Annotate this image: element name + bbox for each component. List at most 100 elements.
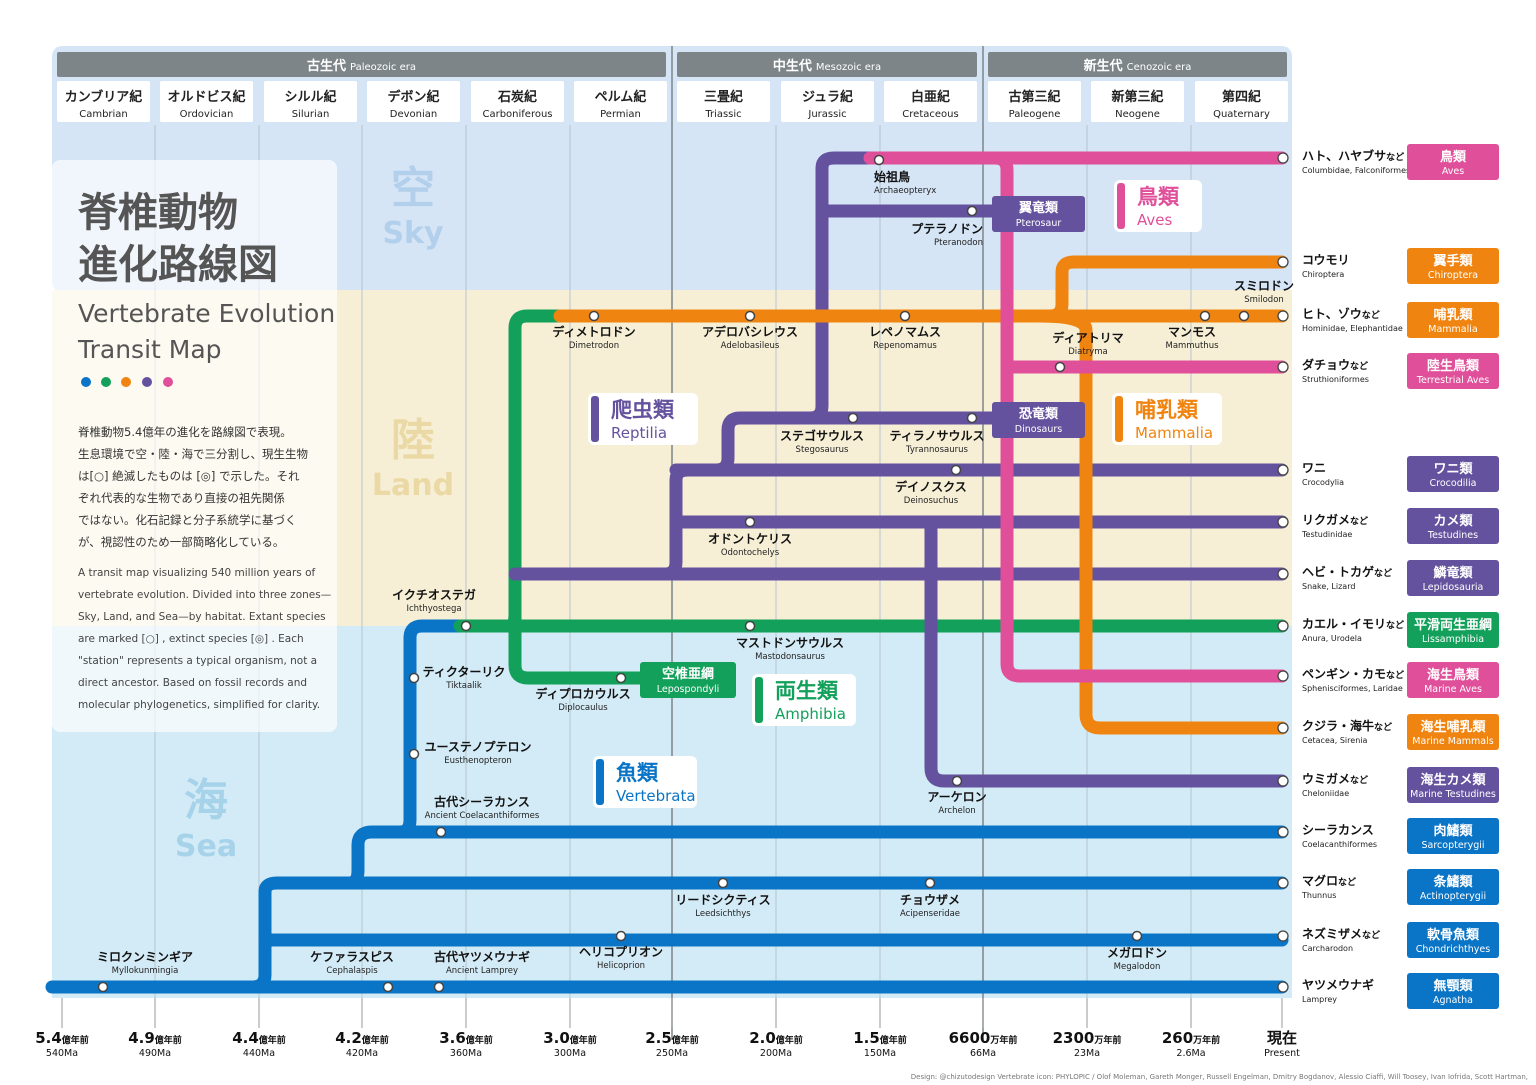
axis-sub: 420Ma (346, 1048, 378, 1059)
aves-lines (863, 151, 1289, 683)
line-label-bar (755, 677, 763, 723)
line-label-en: Amphibia (775, 705, 846, 723)
era-en: Paleozoic era (350, 62, 416, 73)
station-en: Diatryma (1068, 347, 1107, 357)
intro-title-line2: 進化路線図 (78, 242, 278, 288)
terminal-jp: ダチョウなど (1302, 357, 1368, 372)
terminal-jp: ウミガメなど (1302, 771, 1368, 786)
axis-unit: 億年前 (155, 1034, 182, 1046)
era-en: Cenozoic era (1127, 62, 1192, 73)
class-box (1407, 248, 1499, 284)
period-cell (988, 81, 1081, 122)
class-jp: カメ類 (1433, 514, 1473, 529)
class-en: Marine Mammals (1412, 736, 1493, 747)
class-box (1407, 818, 1499, 854)
intro-jp-line: 生息環境で空・陸・海で三分割し、現生生物 (78, 447, 308, 461)
terminal-jp: カエル・イモリなど (1302, 617, 1404, 631)
period-headers: カンブリア紀Cambrianオルドビス紀Ordovicianシルル紀Siluri… (57, 81, 1288, 122)
axis-sub: 440Ma (243, 1048, 275, 1059)
station-dot (408, 748, 420, 760)
class-en: Actinopterygii (1420, 891, 1486, 902)
axis-big: 2.0 (749, 1029, 776, 1047)
axis-unit: 億年前 (259, 1034, 286, 1046)
period-cell (160, 81, 253, 122)
station-jp: スミロドン (1234, 279, 1294, 293)
tag-box (992, 402, 1085, 438)
axis-big: 260 (1162, 1029, 1193, 1047)
axis-sub: 300Ma (554, 1048, 586, 1059)
axis-label: 6600万年前 (949, 1029, 1018, 1047)
class-box (1407, 714, 1499, 750)
tag-box (992, 196, 1085, 232)
class-en: Marine Aves (1424, 684, 1482, 695)
station-en: Acipenseridae (900, 909, 960, 919)
era-en: Mesozoic era (816, 62, 881, 73)
class-jp: 平滑両生亜綱 (1414, 617, 1492, 633)
class-jp: 鱗竜類 (1432, 565, 1473, 581)
terminal-en: Chiroptera (1302, 270, 1344, 279)
terminal-jp: ペンギン・カモなど (1302, 666, 1404, 681)
terminal-suffix: など (1362, 929, 1380, 941)
terminal-en: Coelacanthiformes (1302, 840, 1377, 849)
station-en: Tyrannosaurus (905, 445, 968, 455)
zone-sea-jp: 海 (184, 775, 228, 826)
tag-box (640, 662, 736, 698)
station-dot (951, 775, 963, 787)
terminal-dot (1277, 620, 1289, 632)
period-jp: デボン紀 (387, 89, 439, 105)
terminal-jp: ワニ (1302, 461, 1326, 475)
tag-jp: 翼竜類 (1018, 200, 1059, 216)
line-label-bar (596, 759, 604, 805)
station-en: Deinosuchus (904, 496, 959, 506)
period-jp: カンブリア紀 (65, 89, 143, 105)
station-dot (924, 877, 936, 889)
intro-jp-line: は[○] 絶滅したものは [◎] で示した。それ (78, 469, 300, 483)
station-en: Diplocaulus (558, 703, 608, 713)
station-dot (1199, 310, 1211, 322)
class-en: Terrestrial Aves (1416, 375, 1489, 386)
station-en: Eusthenopteron (444, 756, 512, 766)
class-en: Lepidosauria (1423, 582, 1484, 593)
terminal-suffix: など (1386, 669, 1404, 681)
terminal-jp: ヘビ・トカゲなど (1302, 564, 1392, 579)
class-en: Aves (1442, 166, 1464, 177)
station-en: Archaeopteryx (874, 186, 936, 196)
line-label-jp: 魚類 (616, 761, 659, 785)
axis-big: 2.5 (645, 1029, 672, 1047)
period-en: Devonian (390, 109, 437, 120)
period-jp: 白亜紀 (911, 89, 950, 105)
station-dot (847, 412, 859, 424)
station-dot (435, 826, 447, 838)
station-dot (966, 412, 978, 424)
period-cell (57, 81, 150, 122)
intro-en-line: direct ancestor. Based on fossil records… (78, 677, 307, 689)
class-en: Chiroptera (1428, 270, 1478, 281)
station-dot (588, 310, 600, 322)
period-cell (471, 81, 564, 122)
terminal-suffix: など (1374, 721, 1392, 733)
intro-en-body: A transit map visualizing 540 million ye… (78, 567, 331, 711)
class-box (1407, 922, 1499, 958)
intro-panel (52, 160, 337, 732)
line-label-en: Mammalia (1135, 424, 1213, 442)
station-jp: ディアトリマ (1052, 330, 1123, 345)
intro-jp-line: ではない。化石記録と分子系統学に基づく (78, 513, 297, 527)
line-label-box (593, 756, 697, 808)
station-en: Myllokunmingia (112, 966, 179, 976)
class-jp: 軟骨魚類 (1427, 927, 1480, 943)
station-dot (950, 464, 962, 476)
terminal-en: Carcharodon (1302, 944, 1353, 953)
terminal-jp-name: ヒト、ゾウ (1302, 306, 1362, 321)
station-labels: 始祖鳥ArchaeopteryxプテラノドンPteranodonディメトロドンD… (97, 169, 1294, 976)
terminal-jp-name: シーラカンス (1302, 823, 1374, 837)
terminal-suffix: など (1350, 360, 1368, 372)
intro-en-line: A transit map visualizing 540 million ye… (78, 567, 316, 579)
intro-en-line2: Transit Map (77, 335, 222, 364)
axis-label: 3.0億年前 (543, 1029, 597, 1047)
class-jp: 条鰭類 (1433, 874, 1473, 890)
mammalia-lines (553, 255, 1289, 735)
axis-unit: 億年前 (570, 1034, 597, 1046)
